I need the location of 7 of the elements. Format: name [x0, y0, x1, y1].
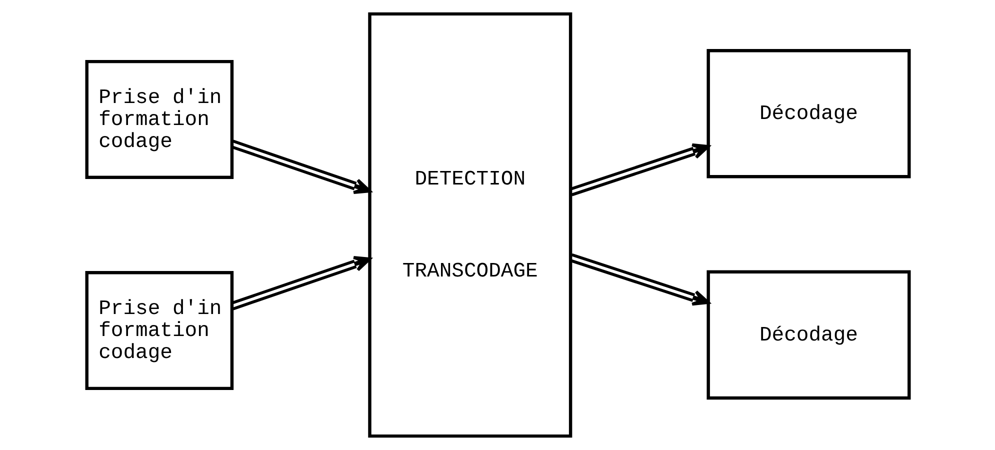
node-box: Décodage	[706, 270, 910, 400]
node-box: Prise d'in formation codage	[84, 60, 234, 179]
node-box: Prise d'in formation codage	[84, 271, 234, 390]
node-box: Décodage	[706, 48, 910, 178]
node-box: DETECTION TRANSCODAGE	[368, 12, 572, 438]
arrow	[569, 143, 710, 196]
arrow	[569, 253, 710, 306]
